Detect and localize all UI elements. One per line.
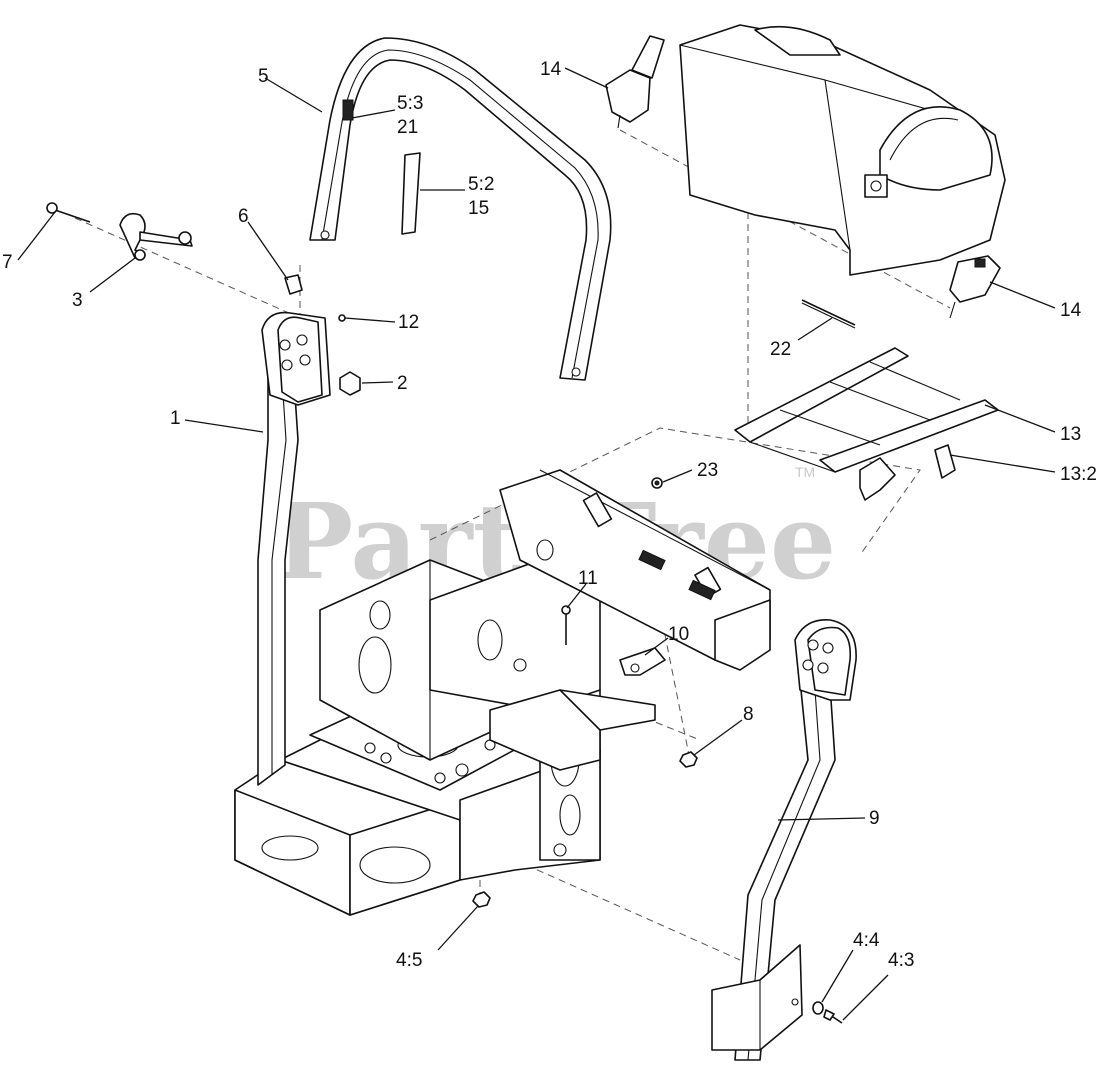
callout-10: 10 — [668, 624, 689, 645]
callout-8: 8 — [743, 704, 754, 725]
leader-lines — [17, 67, 1056, 1021]
knob-6 — [284, 274, 303, 295]
nut-4-5 — [472, 891, 491, 908]
watermark-tm: TM — [795, 464, 815, 480]
pin-clip-3 — [119, 212, 193, 261]
callout-6: 6 — [238, 206, 249, 227]
callout-12: 12 — [398, 312, 419, 333]
callout-2: 2 — [397, 373, 408, 394]
rod-22 — [801, 299, 856, 329]
callout-23: 23 — [697, 460, 718, 481]
bolt-11 — [561, 605, 571, 645]
callout-13-2: 13:2 — [1060, 464, 1097, 485]
callout-13: 13 — [1060, 424, 1081, 445]
callout-7: 7 — [2, 252, 13, 273]
washer-12 — [338, 314, 346, 322]
callout-22: 22 — [770, 339, 791, 360]
bracket-10 — [619, 647, 666, 676]
chassis-frame — [234, 559, 656, 916]
callout-15: 15 — [468, 198, 489, 219]
callout-labels: 5 5:3 21 5:2 15 14 14 6 7 3 12 2 1 22 13… — [2, 59, 1097, 971]
assembly-guide-lines — [74, 129, 951, 961]
callout-5-2: 5:2 — [468, 174, 494, 195]
callout-5-3: 5:3 — [397, 93, 423, 114]
washer-4-4 — [812, 1001, 824, 1015]
nut-23 — [651, 477, 663, 489]
callout-4-3: 4:3 — [888, 950, 914, 971]
bolt-4-3 — [823, 1009, 843, 1024]
seat-mount-frame — [734, 347, 999, 501]
callout-9: 9 — [869, 808, 880, 829]
callout-3: 3 — [72, 290, 83, 311]
callout-1: 1 — [170, 408, 181, 429]
seat — [679, 24, 1006, 276]
seat-belt-buckle-right — [949, 255, 1001, 319]
roll-bar-upright-left — [257, 311, 331, 786]
nut-8 — [679, 751, 698, 768]
roll-bar-upper-hoop — [309, 37, 612, 381]
seat-belt-buckle-top — [605, 35, 665, 129]
callout-11: 11 — [578, 568, 598, 589]
callout-4-4: 4:4 — [853, 930, 880, 951]
bolt-7 — [46, 202, 91, 223]
callout-5: 5 — [258, 66, 269, 87]
callout-21: 21 — [397, 117, 418, 138]
nut-2 — [339, 371, 361, 396]
roll-bar-upright-right — [711, 619, 857, 1061]
callout-4-5: 4:5 — [396, 950, 422, 971]
rear-crossmember — [499, 469, 771, 671]
decal-marker — [342, 99, 354, 121]
callout-14-top: 14 — [540, 59, 562, 80]
callout-14-right: 14 — [1060, 300, 1082, 321]
decal-15 — [401, 152, 421, 235]
